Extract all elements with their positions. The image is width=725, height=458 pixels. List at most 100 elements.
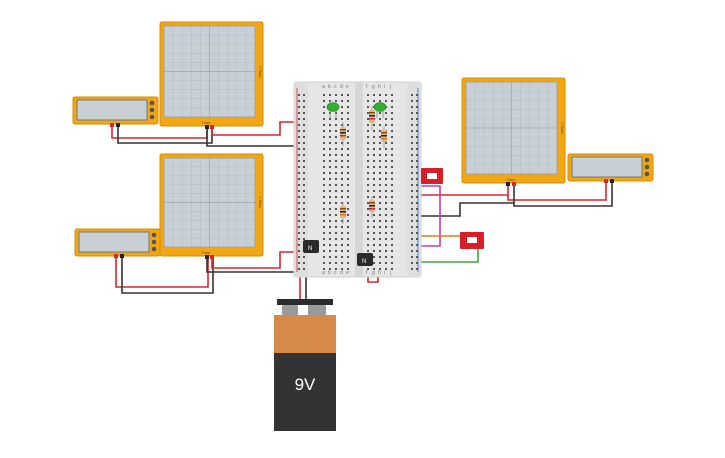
breadboard-hole[interactable] [367,142,369,144]
breadboard-hole[interactable] [323,214,325,216]
breadboard-hole[interactable] [411,112,413,114]
breadboard-hole[interactable] [411,106,413,108]
breadboard-hole[interactable] [329,220,331,222]
pushbutton-switch[interactable] [421,168,443,184]
breadboard-hole[interactable] [416,262,418,264]
breadboard-hole[interactable] [379,232,381,234]
breadboard-hole[interactable] [379,256,381,258]
breadboard-hole[interactable] [329,136,331,138]
breadboard-hole[interactable] [411,118,413,120]
breadboard-hole[interactable] [373,166,375,168]
breadboard-hole[interactable] [391,196,393,198]
breadboard-hole[interactable] [411,232,413,234]
breadboard-hole[interactable] [323,166,325,168]
multimeter-knob[interactable] [149,114,155,120]
breadboard-hole[interactable] [341,142,343,144]
breadboard-hole[interactable] [329,256,331,258]
breadboard-hole[interactable] [329,154,331,156]
breadboard-hole[interactable] [416,142,418,144]
breadboard-hole[interactable] [298,214,300,216]
breadboard-hole[interactable] [385,100,387,102]
breadboard-hole[interactable] [329,118,331,120]
resistor[interactable] [381,126,387,148]
breadboard-hole[interactable] [391,184,393,186]
breadboard-hole[interactable] [335,190,337,192]
breadboard-hole[interactable] [367,166,369,168]
multimeter-knob[interactable] [151,239,157,245]
breadboard-hole[interactable] [329,148,331,150]
breadboard-hole[interactable] [335,268,337,270]
breadboard-hole[interactable] [347,130,349,132]
breadboard-hole[interactable] [391,118,393,120]
breadboard-hole[interactable] [416,208,418,210]
breadboard-hole[interactable] [347,262,349,264]
breadboard-hole[interactable] [347,226,349,228]
breadboard-hole[interactable] [367,196,369,198]
breadboard-hole[interactable] [329,232,331,234]
breadboard-hole[interactable] [303,100,305,102]
breadboard-hole[interactable] [347,94,349,96]
breadboard-hole[interactable] [303,232,305,234]
breadboard-hole[interactable] [341,268,343,270]
breadboard-hole[interactable] [298,226,300,228]
breadboard-hole[interactable] [323,160,325,162]
breadboard-hole[interactable] [303,130,305,132]
breadboard-hole[interactable] [335,184,337,186]
breadboard-hole[interactable] [335,172,337,174]
breadboard-hole[interactable] [298,220,300,222]
breadboard-hole[interactable] [373,130,375,132]
breadboard-hole[interactable] [303,238,305,240]
breadboard-hole[interactable] [416,220,418,222]
breadboard-hole[interactable] [341,118,343,120]
breadboard-hole[interactable] [367,154,369,156]
breadboard-hole[interactable] [416,94,418,96]
breadboard-hole[interactable] [335,100,337,102]
breadboard-hole[interactable] [379,154,381,156]
breadboard-hole[interactable] [298,202,300,204]
breadboard-hole[interactable] [341,184,343,186]
breadboard-hole[interactable] [347,244,349,246]
breadboard-hole[interactable] [379,226,381,228]
wire-red[interactable] [507,182,607,201]
breadboard-hole[interactable] [341,94,343,96]
breadboard-hole[interactable] [416,130,418,132]
breadboard-hole[interactable] [303,148,305,150]
breadboard-hole[interactable] [391,244,393,246]
breadboard-hole[interactable] [373,154,375,156]
breadboard-hole[interactable] [367,112,369,114]
breadboard-hole[interactable] [341,178,343,180]
breadboard-hole[interactable] [416,148,418,150]
breadboard-hole[interactable] [416,202,418,204]
multimeter[interactable] [74,228,161,257]
breadboard-hole[interactable] [329,178,331,180]
breadboard-hole[interactable] [347,256,349,258]
breadboard-hole[interactable] [379,142,381,144]
breadboard-hole[interactable] [391,208,393,210]
breadboard-hole[interactable] [379,124,381,126]
breadboard-hole[interactable] [367,214,369,216]
transistor[interactable]: N [303,240,319,253]
breadboard-hole[interactable] [329,142,331,144]
breadboard-hole[interactable] [373,226,375,228]
breadboard-hole[interactable] [335,250,337,252]
breadboard-hole[interactable] [391,190,393,192]
breadboard-hole[interactable] [347,178,349,180]
breadboard-hole[interactable] [303,220,305,222]
breadboard-hole[interactable] [373,94,375,96]
breadboard-hole[interactable] [379,112,381,114]
wire-black[interactable] [513,182,613,207]
breadboard-hole[interactable] [416,244,418,246]
breadboard-hole[interactable] [298,118,300,120]
breadboard-hole[interactable] [373,196,375,198]
breadboard-hole[interactable] [335,142,337,144]
breadboard-hole[interactable] [323,190,325,192]
breadboard-hole[interactable] [323,196,325,198]
wire-red[interactable] [115,256,209,288]
breadboard-hole[interactable] [416,190,418,192]
wire-red[interactable] [111,125,208,139]
breadboard-hole[interactable] [298,112,300,114]
breadboard-hole[interactable] [329,196,331,198]
breadboard-hole[interactable] [385,214,387,216]
breadboard-hole[interactable] [373,214,375,216]
breadboard-hole[interactable] [391,250,393,252]
